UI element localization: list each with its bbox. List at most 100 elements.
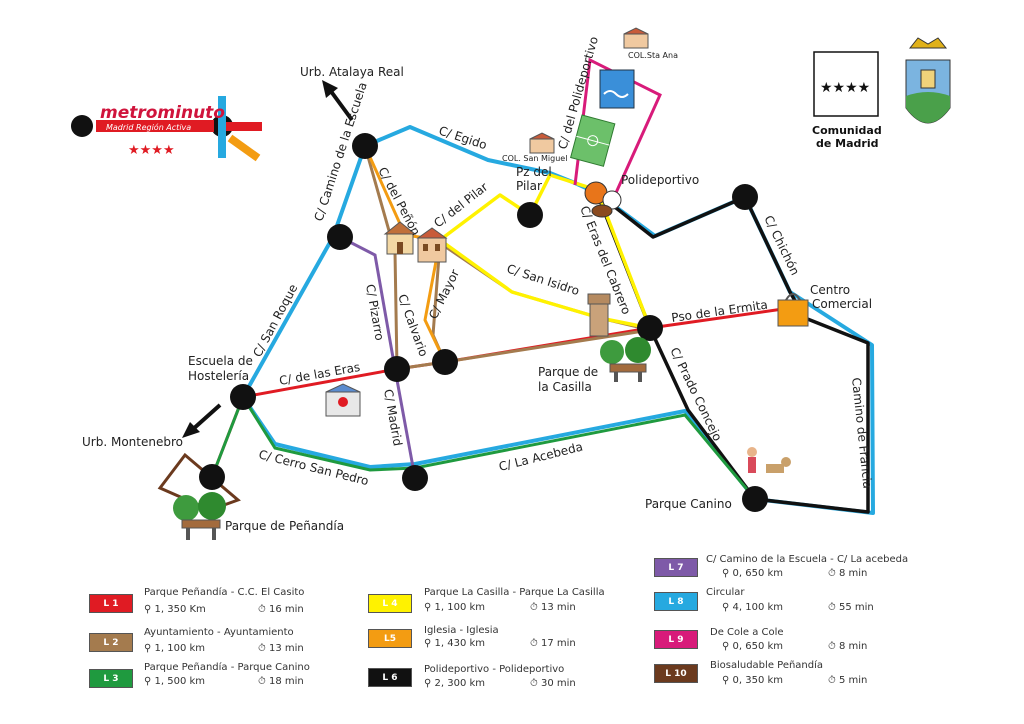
legend-dist-l10: ⚲ 0, 350 km — [722, 675, 784, 686]
coat-of-arms-icon — [905, 37, 951, 124]
arrow-montenebro-icon — [182, 403, 222, 438]
legend-dist-l10-value: 0, 350 km — [732, 675, 784, 686]
label-canino: Parque Canino — [645, 497, 732, 511]
dog-park-icon — [747, 447, 791, 473]
logo-name: metrominuto — [100, 103, 225, 123]
label-casilla-2: la Casilla — [538, 380, 592, 394]
stop-acebeda — [402, 465, 428, 491]
label-polideportivo: Polideportivo — [621, 173, 699, 187]
label-pilar-2: Pilar — [516, 179, 542, 193]
legend-dist-l2-value: 1, 100 km — [154, 643, 206, 654]
legend-time-l3-value: 18 min — [268, 676, 304, 687]
legend-dist-l6-value: 2, 300 km — [434, 678, 486, 689]
legend-time-l2: ⏱ 13 min — [258, 643, 304, 654]
legend-badge-l9: L 9 — [654, 630, 698, 649]
legend-badge-l3: L 3 — [89, 669, 133, 688]
balls-icon — [584, 181, 622, 218]
legend-dist-l1-value: 1, 350 Km — [154, 604, 206, 615]
legend-title-l3: Parque Peñandía - Parque Canino — [144, 662, 310, 673]
label-escuela-2: Hostelería — [188, 369, 249, 383]
street-pizarro: C/ Pizarro — [363, 283, 387, 342]
label-col-miguel: COL. San Miguel — [502, 154, 567, 163]
legend-badge-l6: L 6 — [368, 668, 412, 687]
region-line1: Comunidad — [812, 124, 882, 137]
label-col-ana: COL.Sta Ana — [628, 51, 678, 60]
arrow-atalaya-icon — [322, 80, 354, 122]
legend-time-l8: ⏱ 55 min — [828, 602, 874, 613]
legend-dist-l2: ⚲ 1, 100 km — [144, 643, 206, 654]
legend-badge-l8: L 8 — [654, 592, 698, 611]
label-penandia: Parque de Peñandía — [225, 519, 344, 533]
legend-dist-l7: ⚲ 0, 650 km — [722, 568, 784, 579]
church-icon — [383, 221, 417, 255]
legend-badge-l10: L 10 — [654, 664, 698, 683]
legend-title-l5: Iglesia - Iglesia — [424, 625, 499, 636]
legend-title-l6: Polideportivo - Polideportivo — [424, 664, 565, 675]
legend-title-l10: Biosaludable Peñandía — [710, 660, 824, 671]
logo-tagline: Madrid Región Activa — [106, 122, 191, 132]
legend-time-l7: ⏱ 8 min — [828, 568, 868, 579]
label-pilar-1: Pz del — [516, 165, 552, 179]
park-casilla-icon — [600, 337, 651, 382]
legend-title-l4: Parque La Casilla - Parque La Casilla — [424, 587, 605, 598]
legend-dist-l8: ⚲ 4, 100 km — [722, 602, 784, 613]
stops — [199, 133, 768, 512]
stop-calvario — [432, 349, 458, 375]
park-penandia-icon — [173, 492, 226, 540]
comunidad-madrid-logo: ★★★★ Comunidad de Madrid — [812, 51, 882, 150]
region-line2: de Madrid — [816, 137, 878, 150]
legend-title-l1: Parque Peñandía - C.C. El Casito — [144, 587, 305, 598]
school-icon — [325, 383, 361, 417]
legend-dist-l5-value: 1, 430 km — [434, 638, 486, 649]
logo-stars: ★★★★ — [128, 143, 175, 158]
legend-time-l2-value: 13 min — [268, 643, 304, 654]
legend-dist-l7-value: 0, 650 km — [732, 568, 784, 579]
legend-dist-l3-value: 1, 500 km — [154, 676, 206, 687]
legend-dist-l1: ⚲ 1, 350 Km — [144, 604, 206, 615]
stop-chichon — [732, 184, 758, 210]
swimming-pool-icon — [599, 69, 635, 109]
legend-badge-l4: L 4 — [368, 594, 412, 613]
legend-time-l5-value: 17 min — [540, 638, 576, 649]
stop-penandia — [199, 464, 225, 490]
legend-dist-l8-value: 4, 100 km — [732, 602, 784, 613]
legend-time-l9: ⏱ 8 min — [828, 641, 868, 652]
legend-time-l7-value: 8 min — [838, 568, 868, 579]
legend-badge-l2: L 2 — [89, 633, 133, 652]
legend-time-l8-value: 55 min — [838, 602, 874, 613]
stop-camino-escuela-top — [352, 133, 378, 159]
legend-title-l2: Ayuntamiento - Ayuntamiento — [144, 627, 294, 638]
legend-time-l4-value: 13 min — [540, 602, 576, 613]
stop-camino-escuela — [327, 224, 353, 250]
legend-time-l6-value: 30 min — [540, 678, 576, 689]
legend-dist-l9: ⚲ 0, 650 km — [722, 641, 784, 652]
legend-time-l6: ⏱ 30 min — [530, 678, 576, 689]
street-ermita: Pso de la Ermita — [670, 298, 768, 325]
label-atalaya: Urb. Atalaya Real — [300, 65, 404, 79]
label-centro-2: Comercial — [812, 297, 872, 311]
stop-plaza-pilar — [517, 202, 543, 228]
legend-time-l10-value: 5 min — [838, 675, 868, 686]
school-sta-ana-icon — [623, 27, 649, 49]
legend-dist-l4-value: 1, 100 km — [434, 602, 486, 613]
legend-time-l10: ⏱ 5 min — [828, 675, 868, 686]
legend-time-l4: ⏱ 13 min — [530, 602, 576, 613]
street-san-roque: C/ San Roque — [250, 282, 300, 360]
stop-canino — [742, 486, 768, 512]
legend-badge-l7: L 7 — [654, 558, 698, 577]
legend-dist-l5: ⚲ 1, 430 km — [424, 638, 486, 649]
route-l7 — [339, 235, 417, 479]
legend-title-l7: C/ Camino de la Escuela - C/ La acebeda — [706, 554, 909, 565]
legend-title-l8: Circular — [706, 587, 745, 598]
tower-icon — [587, 293, 611, 337]
street-mayor: C/ Mayor — [426, 267, 462, 321]
school-san-miguel-icon — [529, 132, 555, 154]
shopping-bag-icon — [777, 293, 809, 327]
stop-casilla — [637, 315, 663, 341]
legend-dist-l3: ⚲ 1, 500 km — [144, 676, 206, 687]
label-centro-1: Centro — [810, 283, 850, 297]
legend-time-l1-value: 16 min — [268, 604, 304, 615]
metrominuto-logo: metrominuto Madrid Región Activa ★★★★ — [71, 96, 262, 162]
legend-time-l5: ⏱ 17 min — [530, 638, 576, 649]
